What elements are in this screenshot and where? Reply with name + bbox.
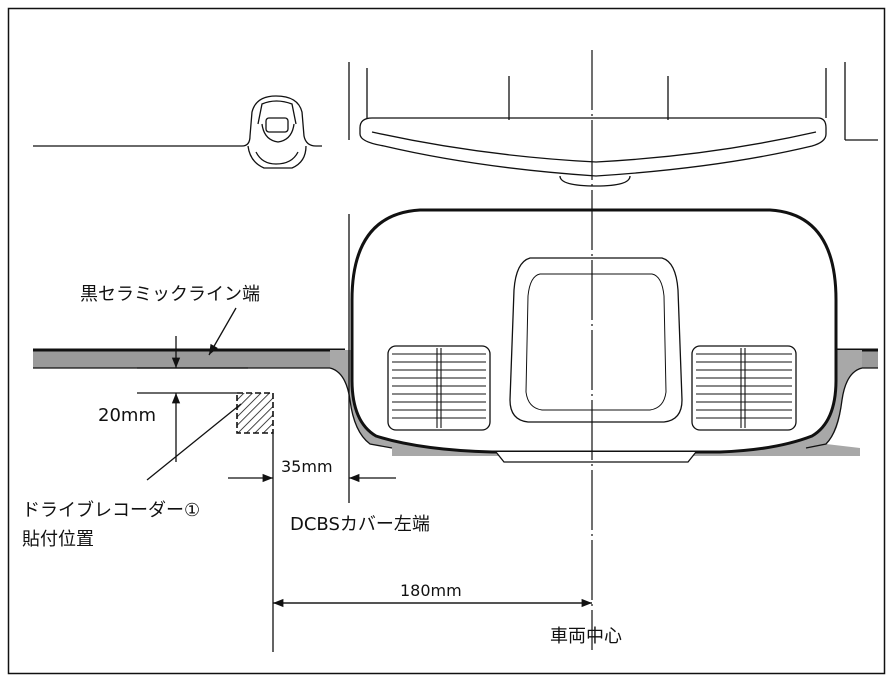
- dimension-35mm: [228, 433, 396, 652]
- mirror-housing-outline: [348, 62, 878, 187]
- dimension-180mm-label: 180mm: [400, 581, 462, 600]
- dimension-35mm-label: 35mm: [281, 457, 333, 476]
- mirror-mount-outline: [33, 95, 322, 169]
- leader-lines: [146, 307, 242, 481]
- right-vent-grille: [691, 345, 797, 431]
- recorder-position-label-line2: 貼付位置: [22, 529, 94, 550]
- dimension-20mm-label: 20mm: [98, 405, 156, 426]
- black-ceramic-edge-label: 黒セラミックライン端: [80, 284, 260, 305]
- recorder-position-box: [236, 392, 274, 434]
- dimension-20mm: [137, 336, 248, 462]
- diagram-frame: [7, 7, 886, 675]
- recorder-position-label-line1: ドライブレコーダー①: [22, 499, 200, 521]
- left-vent-grille: [387, 345, 491, 431]
- dcbs-cover-edge-label: DCBSカバー左端: [290, 514, 430, 535]
- vehicle-center-label: 車両中心: [550, 626, 622, 647]
